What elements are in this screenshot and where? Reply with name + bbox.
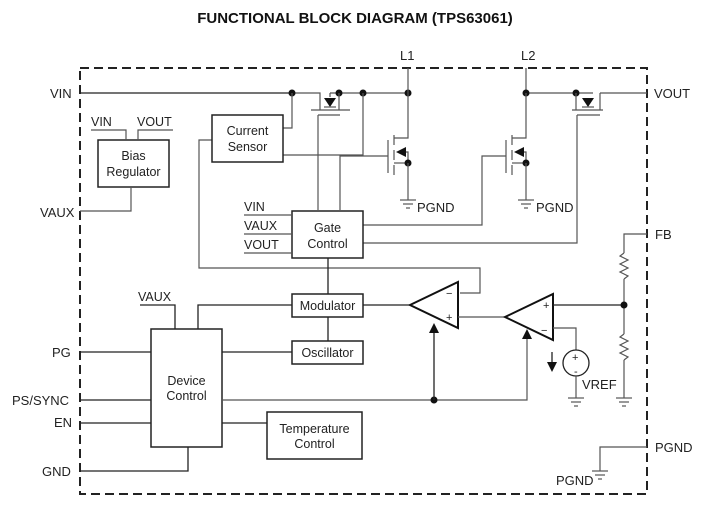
wire-current-sensor-feedback [198,139,481,294]
feedback-divider [616,233,647,407]
gate-vout-label: VOUT [244,238,279,252]
wire-bias-vin [91,129,127,140]
error-amp-enable-arrow [522,329,532,339]
svg-text:Gate: Gate [314,221,341,235]
svg-text:Control: Control [294,437,334,451]
svg-text:−: − [446,288,452,300]
pin-l2-label: L2 [521,48,535,63]
wire-gnd [80,447,189,472]
svg-text:Bias: Bias [121,149,145,163]
bias-regulator-block: Bias Regulator [97,139,170,188]
current-sink-arrow [547,352,557,372]
bias-vout-label: VOUT [137,115,172,129]
comparator-enable-arrow [429,323,439,333]
gate-control-block: Gate Control [291,210,364,259]
svg-text:-: - [574,366,578,378]
pgnd-label-1: PGND [417,200,455,215]
device-control-block: Device Control [150,328,223,448]
device-vaux-label: VAUX [138,290,172,304]
temperature-control-block: Temperature Control [266,411,363,460]
pwm-comparator: − + [407,280,459,330]
pin-en-label: EN [54,415,72,430]
wire-bias-vout [137,129,173,140]
l2-node [522,68,593,97]
svg-text:+: + [543,300,549,312]
pin-pgnd-label: PGND [655,440,693,455]
wire-bias-vaux [80,187,132,212]
svg-text:+: + [572,352,578,364]
pin-pg-label: PG [52,345,71,360]
oscillator-block: Oscillator [291,340,364,365]
low-side-fet-1 [339,93,416,210]
error-amplifier: + − [502,292,554,342]
svg-text:Sensor: Sensor [228,140,268,154]
pin-vaux-label: VAUX [40,205,75,220]
svg-text:Temperature: Temperature [279,422,349,436]
svg-text:Current: Current [227,124,269,138]
pin-vin-label: VIN [50,86,72,101]
svg-text:Control: Control [307,237,347,251]
modulator-block: Modulator [291,293,364,318]
pgnd-label-2: PGND [536,200,574,215]
svg-text:Oscillator: Oscillator [301,346,353,360]
svg-text:Modulator: Modulator [300,299,356,313]
pgnd-pin-connection [592,446,647,480]
diagram-title: FUNCTIONAL BLOCK DIAGRAM (TPS63061) [197,10,513,27]
pin-gnd-label: GND [42,464,71,479]
pin-fb-label: FB [655,227,672,242]
wire-sense-to-current-sensor [270,93,364,156]
package-boundary [79,67,648,495]
wire-device-enable-bus [222,336,528,401]
svg-text:+: + [446,312,452,324]
low-side-fet-2 [362,93,534,226]
pin-l1-label: L1 [400,48,414,63]
output-fet [362,92,647,244]
pin-vout-label: VOUT [654,86,690,101]
pin-ps-sync-label: PS/SYNC [12,393,69,408]
sense-fet [311,93,350,210]
current-sensor-block: Current Sensor [211,114,284,163]
gate-vaux-label: VAUX [244,219,278,233]
svg-text:Control: Control [166,389,206,403]
bias-vin-label: VIN [91,115,112,129]
svg-text:−: − [541,325,547,337]
wire-device-to-modulator [197,304,292,329]
svg-text:Device: Device [167,374,205,388]
vin-rail [80,68,412,110]
vref-source: + - [562,349,590,407]
wire-vref-to-error-amp [553,327,577,350]
wire-device-vaux [140,304,176,329]
pgnd-label-3: PGND [556,473,594,488]
gate-vin-label: VIN [244,200,265,214]
vref-label: VREF [582,377,617,392]
svg-text:Regulator: Regulator [106,165,160,179]
